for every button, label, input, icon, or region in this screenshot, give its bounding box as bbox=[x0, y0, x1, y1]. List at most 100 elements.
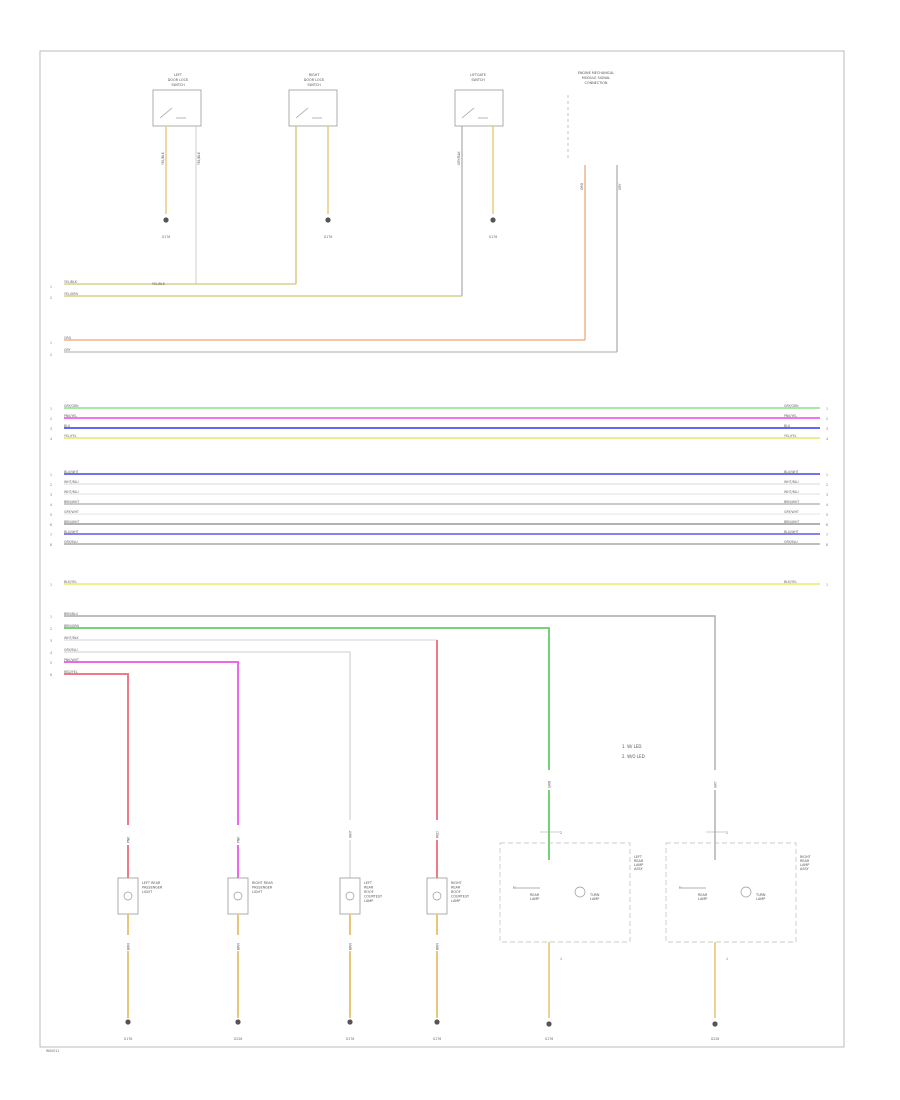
component-label: COURTESY bbox=[364, 895, 383, 899]
component-label: LIGHT bbox=[252, 890, 263, 894]
component-label: LEFT bbox=[364, 881, 373, 885]
wire-tag: BRN bbox=[349, 943, 353, 950]
pin-number: 1 bbox=[826, 407, 828, 411]
svg-text:REAR: REAR bbox=[800, 859, 810, 863]
svg-text:TURN: TURN bbox=[755, 893, 766, 897]
component-label: ROOF bbox=[364, 890, 374, 894]
lower-bus-label: BRN/GRN bbox=[64, 624, 80, 628]
pin-number: 2 bbox=[50, 627, 52, 631]
svg-text:REAR: REAR bbox=[530, 893, 540, 897]
svg-text:G226: G226 bbox=[711, 1037, 720, 1041]
component-body bbox=[339, 877, 361, 915]
svg-text:1: 1 bbox=[50, 341, 52, 345]
svg-text:LAMP: LAMP bbox=[756, 897, 765, 901]
bus-wire-label: PNK/YEL bbox=[784, 414, 797, 418]
ground-label: G176 bbox=[162, 235, 171, 239]
svg-text:2: 2 bbox=[560, 831, 562, 835]
wire-tag-bg bbox=[546, 770, 552, 790]
ground-label: G226 bbox=[234, 1037, 243, 1041]
svg-text:RIGHT: RIGHT bbox=[800, 855, 812, 859]
component-label: COURTESY bbox=[451, 895, 470, 899]
svg-text:GRY: GRY bbox=[618, 184, 622, 190]
wire-tag: WHT bbox=[349, 830, 353, 838]
pin-number: 3 bbox=[50, 493, 52, 497]
bulb-icon bbox=[432, 891, 442, 901]
wire-tag-bg bbox=[712, 770, 718, 790]
right-rear-lamp-assembly: 2 M REAR LAMP TURN LAMP RIGHT REAR LAMP … bbox=[665, 831, 812, 1041]
footer-id: W00011 bbox=[46, 1049, 59, 1053]
left-rear-lamp-assembly: 2 M REAR LAMP TURN LAMP LEFT REAR LAMP A… bbox=[499, 831, 644, 1041]
svg-text:TURN: TURN bbox=[589, 893, 600, 897]
svg-text:GRY/BLK: GRY/BLK bbox=[457, 151, 461, 165]
component-body bbox=[227, 877, 249, 915]
svg-text:YEL/GRN: YEL/GRN bbox=[64, 292, 78, 296]
svg-text:ORG: ORG bbox=[64, 336, 72, 340]
bus-wire-label: BRN/WHT bbox=[784, 520, 799, 524]
diagram-frame bbox=[39, 50, 845, 1048]
top-wire-runs: YEL/BLK YEL/GRN YEL/BLK 1 2 ORG GRY 1 2 bbox=[50, 280, 617, 357]
svg-text:2: 2 bbox=[50, 296, 52, 300]
pin-number: 1 bbox=[50, 407, 52, 411]
wire-tag-bg bbox=[347, 820, 353, 840]
svg-text:ASSY: ASSY bbox=[634, 867, 644, 871]
bulb-icon bbox=[123, 891, 133, 901]
component-body bbox=[117, 877, 139, 915]
pin-number: 1 bbox=[50, 473, 52, 477]
wire-tag: GRY bbox=[714, 782, 718, 788]
pin-number: 8 bbox=[50, 543, 52, 547]
svg-text:M: M bbox=[513, 886, 516, 890]
ground-icon bbox=[434, 1019, 440, 1025]
pin-number: 3 bbox=[826, 493, 828, 497]
component-label: ROOF bbox=[451, 890, 461, 894]
lower-bus-label: BRN/BLU bbox=[64, 612, 79, 616]
svg-text:LAMP: LAMP bbox=[698, 897, 707, 901]
component-label: RIGHT REAR bbox=[252, 881, 273, 885]
svg-text:1: 1 bbox=[560, 957, 562, 961]
bus-wire-label: YEL/YEL bbox=[64, 434, 77, 438]
svg-text:YEL/BLK: YEL/BLK bbox=[197, 151, 201, 165]
svg-text:MODULE SIGNAL: MODULE SIGNAL bbox=[582, 76, 610, 80]
lower-bus-label: WHT/BLK bbox=[64, 636, 80, 640]
ground-label: G176 bbox=[346, 1037, 355, 1041]
svg-text:RIGHT: RIGHT bbox=[309, 73, 321, 77]
bus-wire-label: BRN/WHT bbox=[784, 500, 799, 504]
svg-text:LEFT: LEFT bbox=[634, 855, 643, 859]
pin-number: 1 bbox=[50, 615, 52, 619]
bus-wire-label: GRY/WHT bbox=[784, 510, 799, 514]
bus-wire-label: WHT/BLU bbox=[784, 480, 799, 484]
svg-text:1: 1 bbox=[50, 285, 52, 289]
component-label: LEFT REAR bbox=[142, 881, 161, 885]
svg-text:1. W/ LED: 1. W/ LED bbox=[622, 744, 642, 749]
ground-label: G176 bbox=[433, 1037, 442, 1041]
bus-wire-label: GRY/GRN bbox=[64, 404, 79, 408]
svg-text:YEL/BLK: YEL/BLK bbox=[64, 280, 78, 284]
svg-text:YEL/BLK: YEL/BLK bbox=[161, 151, 165, 165]
ground-label: G176 bbox=[324, 235, 333, 239]
component-label: PASSENGER bbox=[252, 886, 273, 890]
lower-bus-label: PNK/WHT bbox=[64, 658, 79, 662]
bus-wire-label: BLU bbox=[784, 424, 791, 428]
ground-icon bbox=[235, 1019, 241, 1025]
wire-tag-bg bbox=[434, 820, 440, 840]
pin-number: 5 bbox=[50, 513, 52, 517]
pin-number: 5 bbox=[826, 513, 828, 517]
svg-text:CONNECTION: CONNECTION bbox=[585, 81, 608, 85]
bus-wire-label: BLU/WHT bbox=[64, 530, 79, 534]
pin-number: 1 bbox=[826, 473, 828, 477]
wire-tag-bg bbox=[235, 825, 241, 845]
svg-text:M: M bbox=[679, 886, 682, 890]
bus-wire-label: GRY/WHT bbox=[64, 510, 79, 514]
svg-text:SWITCH: SWITCH bbox=[307, 83, 321, 87]
bus-wire-label: BLK/YEL bbox=[64, 580, 77, 584]
svg-text:G176: G176 bbox=[545, 1037, 554, 1041]
bus-wire-label: GRY/BLU bbox=[64, 540, 78, 544]
bus-wire-label: BLU bbox=[64, 424, 71, 428]
wire-tag: BRN bbox=[237, 943, 241, 950]
svg-text:REAR: REAR bbox=[698, 893, 708, 897]
